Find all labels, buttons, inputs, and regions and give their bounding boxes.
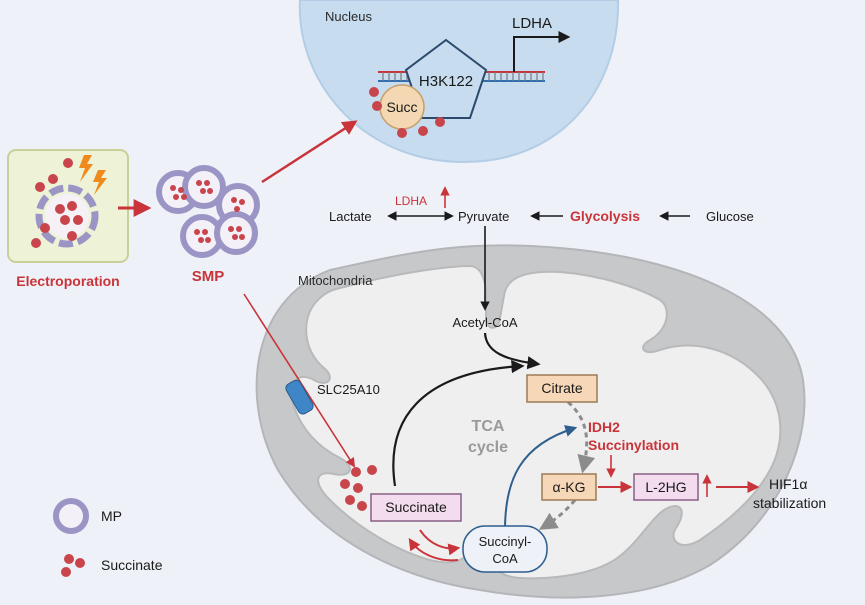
electroporation-panel: Electroporation xyxy=(7,149,152,289)
hif-label-line2: stabilization xyxy=(753,495,826,511)
succinyl-coa-label-line2: CoA xyxy=(492,551,518,566)
nucleus: Nucleus H3K122 LDHA Succ xyxy=(298,0,620,164)
histone-mark-label: H3K122 xyxy=(419,73,473,90)
succinyl-coa-label-line1: Succinyl- xyxy=(479,534,532,549)
succinylation-label: Succinylation xyxy=(588,437,679,453)
transcription-arrow xyxy=(513,31,571,72)
ldha-enzyme-label: LDHA xyxy=(395,194,427,208)
legend-succinate-label: Succinate xyxy=(101,557,163,573)
glucose-label: Glucose xyxy=(706,209,754,224)
succinyl-coa-pill xyxy=(462,525,548,573)
acetyl-coa-label: Acetyl-CoA xyxy=(452,315,517,330)
tca-label-line1: TCA xyxy=(472,418,505,435)
legend-succinate-icon xyxy=(61,554,85,577)
electroporation-dots xyxy=(31,158,83,248)
succinate-to-citrate-arc xyxy=(392,360,525,487)
succinate-label: Succinate xyxy=(385,499,447,515)
succinate-box xyxy=(370,493,462,522)
succ-label: Succ xyxy=(386,99,417,115)
pyruvate-label: Pyruvate xyxy=(458,209,509,224)
acetylcoa-to-citrate-arrow xyxy=(483,332,541,370)
electroporation-label: Electroporation xyxy=(16,273,119,289)
glycolysis-label: Glycolysis xyxy=(570,208,640,224)
nucleus-succinate-dots xyxy=(369,87,445,138)
citrate-box xyxy=(526,374,598,403)
lightning-icon xyxy=(79,155,107,195)
tca-label-line2: cycle xyxy=(468,439,508,456)
legend-mp-label: MP xyxy=(101,508,122,524)
smp-to-nucleus-arrow xyxy=(261,120,358,184)
legend: MP Succinate xyxy=(53,498,163,577)
akg-to-succinylcoa-dashed xyxy=(538,499,577,530)
citrate-label: Citrate xyxy=(541,380,582,396)
lactate-label: Lactate xyxy=(329,209,372,224)
nucleus-label: Nucleus xyxy=(325,9,372,24)
histone-pentagon xyxy=(404,38,488,119)
citrate-to-akg-dashed xyxy=(566,400,596,474)
succinylcoa-to-succinate-arrow xyxy=(408,538,459,562)
l2hg-label: L-2HG xyxy=(645,479,686,495)
hif-label-line1: HIF1α xyxy=(769,476,807,492)
mito-succinate-dots xyxy=(340,465,377,511)
smp-cluster: SMP xyxy=(156,165,260,285)
ldha-gene-label: LDHA xyxy=(512,15,552,32)
slc25a10-transporter xyxy=(285,379,314,415)
slc25a10-label: SLC25A10 xyxy=(317,382,380,397)
glycolysis-row: Lactate Pyruvate Glycolysis Glucose LDHA xyxy=(329,186,754,224)
smp-label: SMP xyxy=(192,268,225,285)
l2hg-box xyxy=(633,473,699,501)
akg-box xyxy=(541,473,597,501)
mitochondria-label: Mitochondria xyxy=(298,273,373,288)
succinylcoa-to-idh2-arrow xyxy=(504,425,578,531)
idh2-label: IDH2 xyxy=(588,419,620,435)
smp-to-succinate-arrow xyxy=(243,293,356,468)
succinate-to-succinylcoa-arrow xyxy=(419,529,461,556)
akg-label: α-KG xyxy=(553,479,586,495)
legend-mp-icon xyxy=(53,498,89,534)
